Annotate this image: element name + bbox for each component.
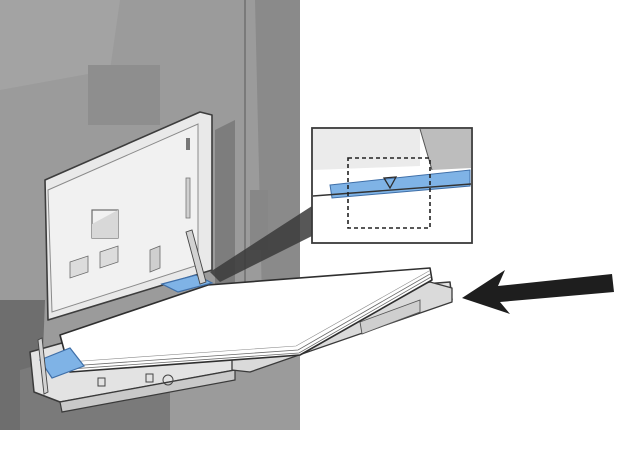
triangle-down-icon xyxy=(382,176,398,190)
detail-callout xyxy=(311,127,473,244)
paper-width-guides xyxy=(37,229,214,395)
limit-mark-frame xyxy=(347,157,431,229)
arrow-left-icon xyxy=(462,270,614,314)
callout-connector xyxy=(210,206,312,282)
tray-back-flap xyxy=(44,111,213,321)
paper-stack xyxy=(59,267,433,373)
